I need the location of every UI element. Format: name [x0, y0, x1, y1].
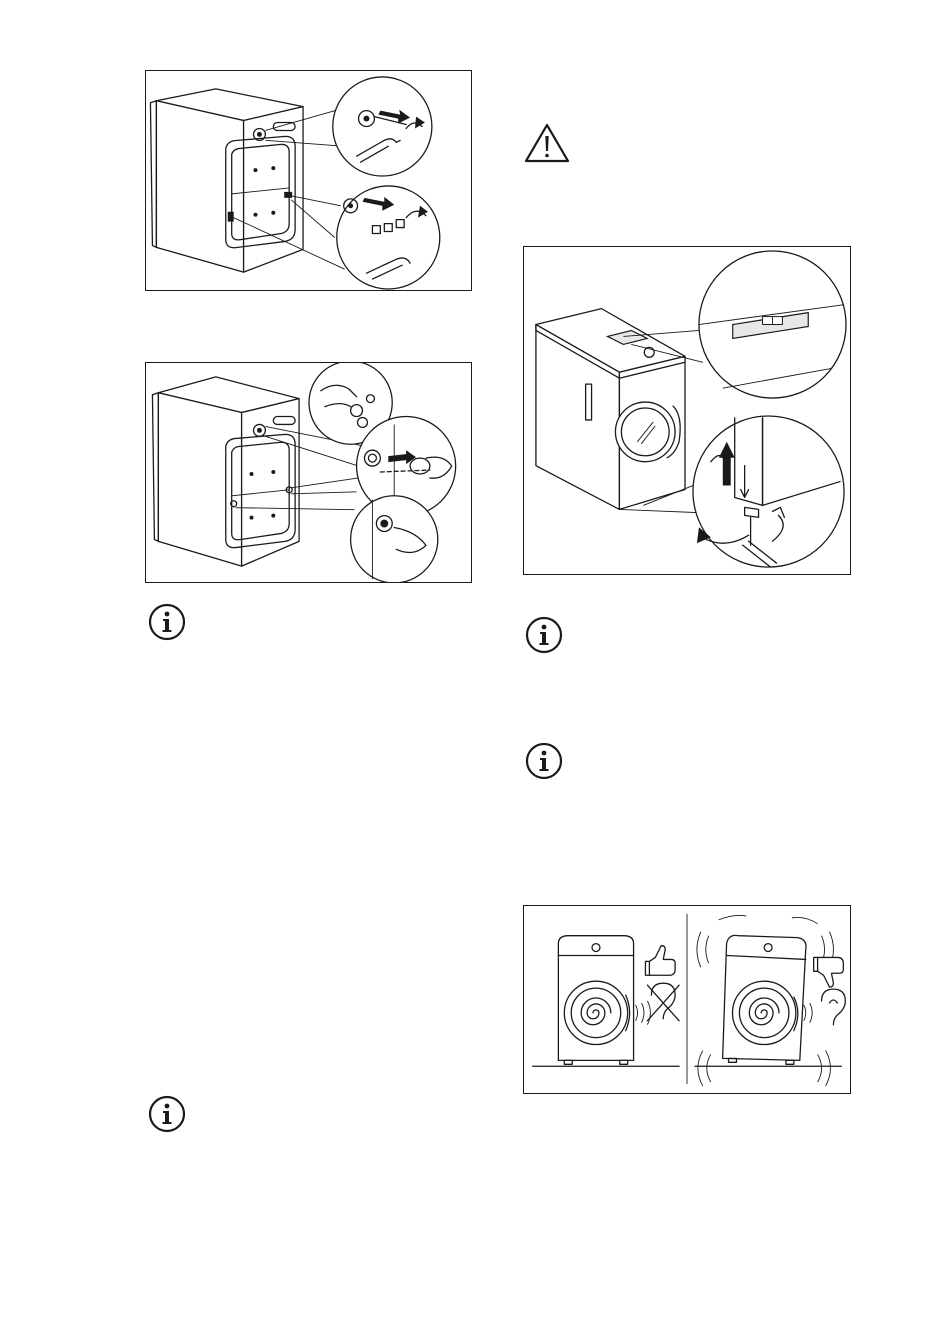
- unbalanced-washer: [697, 915, 834, 1086]
- warning-icon: [523, 122, 571, 164]
- figure-insert-plastic-caps: [145, 362, 472, 583]
- level-washer: [558, 936, 650, 1065]
- info-icon: [148, 603, 186, 641]
- thumbs-down-icon: [814, 957, 844, 987]
- info-icon: [525, 616, 563, 654]
- thumbs-up-icon: [645, 946, 675, 976]
- info-icon: [148, 1095, 186, 1133]
- ear-icon: [822, 989, 846, 1025]
- info-icon: [525, 742, 563, 780]
- figure-level-appliance: [523, 246, 851, 575]
- ear-icon: [647, 983, 679, 1021]
- figure-remove-transit-bolts: [145, 70, 472, 291]
- figure-vibration-comparison: [523, 905, 851, 1094]
